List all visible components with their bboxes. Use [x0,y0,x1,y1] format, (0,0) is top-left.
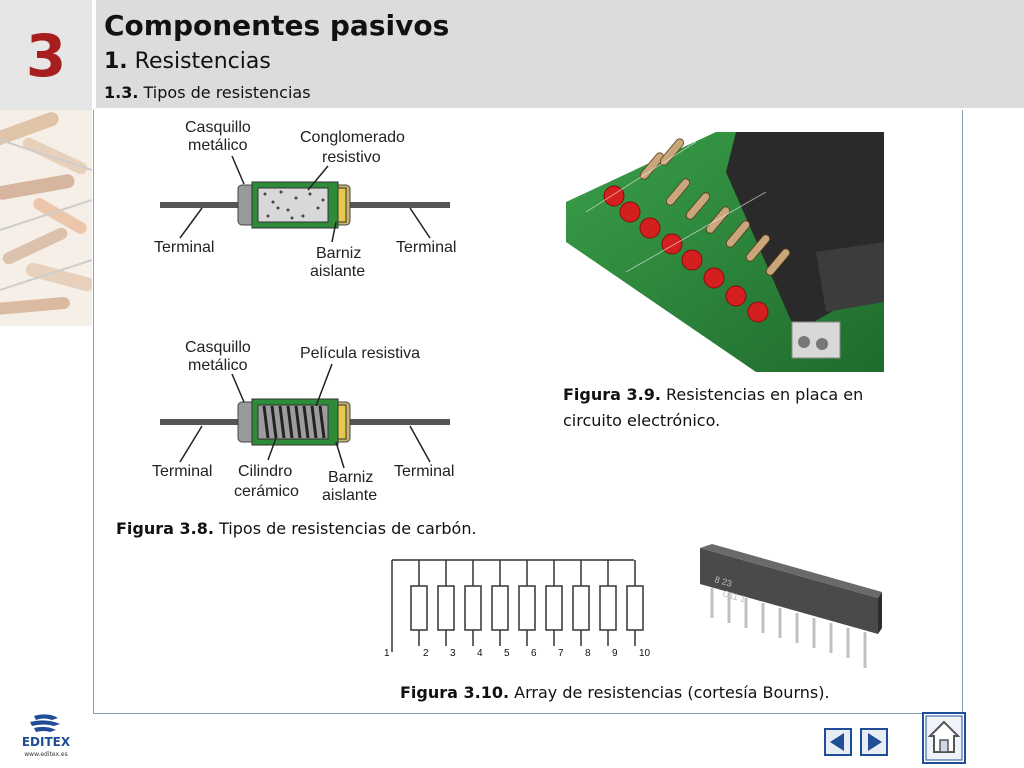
array-pin-number: 1 [384,648,390,659]
label-ceramico: cerámico [234,483,299,500]
resistor-array-schematic: 1 2 3 4 5 6 7 8 9 10 [384,559,650,659]
section-text: Tipos de resistencias [143,83,311,102]
carbon-composition-resistor-diagram: Casquillo metálico Conglomerado resistiv… [154,119,456,280]
caption-label: Figura 3.9. [563,385,661,404]
label-metalico: metálico [188,357,248,374]
array-pin-number: 10 [639,648,650,659]
label-aislante: aislante [322,487,377,504]
caption-text: Array de resistencias (cortesía Bourns). [509,683,830,702]
editex-logo: EDITEX www.editex.es [22,714,71,758]
label-barniz: Barniz [328,469,373,486]
label-resistivo: resistivo [322,149,381,166]
array-resistor [491,585,509,631]
array-resistor [410,585,428,631]
chip-marking-1: 8 23 [713,574,733,588]
arrow-right-icon [868,733,882,751]
figure-3-8-caption: Figura 3.8. Tipos de resistencias de car… [116,516,477,542]
logo-url: www.editex.es [24,751,67,758]
home-button[interactable] [922,712,966,764]
page-title: Componentes pasivos [104,9,450,42]
array-pin-number: 5 [504,648,510,659]
sip-body [700,548,878,634]
array-pin-number: 3 [450,648,456,659]
varnish-band [337,404,347,440]
caption-label: Figura 3.10. [400,683,510,702]
array-pin-number: 6 [531,648,537,659]
label-cilindro: Cilindro [238,463,292,480]
array-resistor [599,585,617,631]
chapter-box [0,0,92,110]
label-pelicula-resistiva: Película resistiva [300,345,420,362]
resistive-film-helix [262,405,326,439]
array-resistor [626,585,644,631]
logo-text: EDITEX [22,735,71,749]
carbon-film-resistor-diagram: Casquillo metálico Película resistiva Te… [152,339,454,504]
content-frame [93,110,963,714]
label-terminal-left: Terminal [154,239,214,256]
figure-3-9-caption: Figura 3.9. Resistencias en placa en cir… [563,382,903,434]
label-casquillo: Casquillo [185,339,251,356]
label-terminal-right: Terminal [396,239,456,256]
array-resistor [518,585,536,631]
subsection-title: 1.3. Tipos de resistencias [104,80,311,106]
array-pin-number: 2 [423,648,429,659]
led-row [603,185,769,323]
subtitle-text: Resistencias [134,49,271,74]
resistive-conglomerate [257,187,329,223]
array-pin-number: 4 [477,648,483,659]
label-terminal-left: Terminal [152,463,212,480]
subtitle-number: 1. [104,49,128,74]
next-slide-button[interactable] [860,728,888,756]
side-decorative-photo [0,110,92,326]
label-metalico: metálico [188,137,248,154]
label-aislante: aislante [310,263,365,280]
array-resistor [545,585,563,631]
array-pin-number: 8 [585,648,591,659]
caption-label: Figura 3.8. [116,519,214,538]
label-conglomerado: Conglomerado [300,129,405,146]
label-terminal-right: Terminal [394,463,454,480]
array-pin-number: 7 [558,648,564,659]
sip-resistor-network-photo: 8 23 C11 1 [700,544,882,668]
caption-text: Resistencias en placa en circuito electr… [563,385,864,430]
array-resistor [572,585,590,631]
header-bar [96,0,1024,108]
label-barniz: Barniz [316,245,361,262]
array-pin-number: 9 [612,648,618,659]
previous-slide-button[interactable] [824,728,852,756]
arrow-left-icon [830,733,844,751]
figure-3-10-caption: Figura 3.10. Array de resistencias (cort… [400,680,830,706]
array-resistor [464,585,482,631]
array-resistor [437,585,455,631]
chapter-number: 3 [25,22,67,90]
section-number: 1.3. [104,83,139,102]
section-subtitle: 1. Resistencias [104,46,271,78]
pcb-resistors-photo [566,132,884,372]
label-casquillo: Casquillo [185,119,251,136]
caption-text: Tipos de resistencias de carbón. [213,519,477,538]
home-icon [927,720,961,753]
varnish-band [337,187,347,223]
